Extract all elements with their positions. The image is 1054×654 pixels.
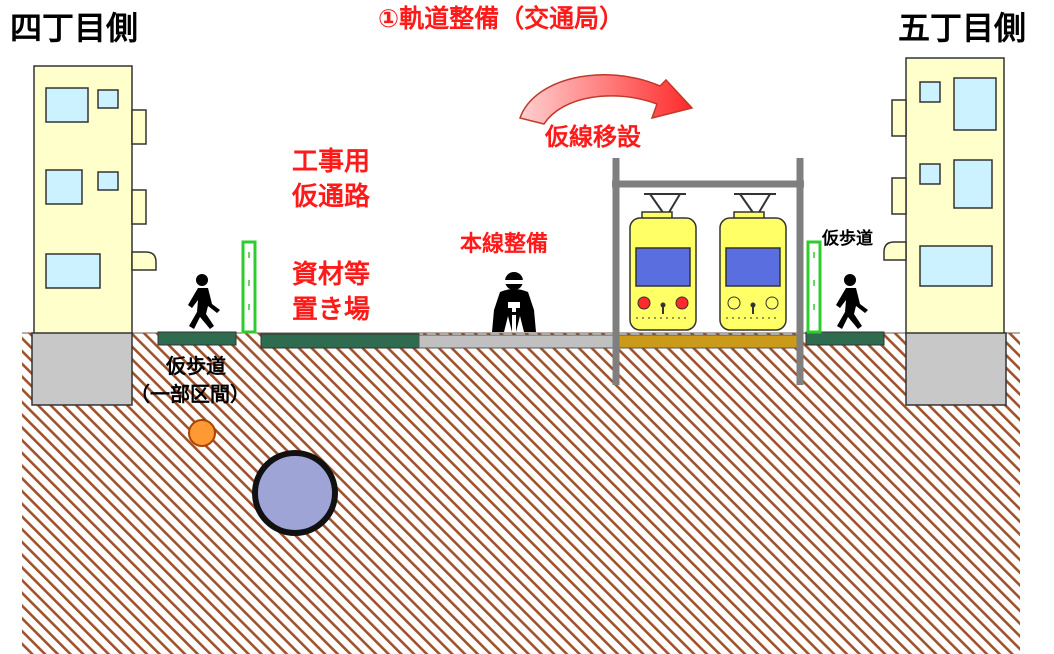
building-balcony [131, 109, 147, 145]
temp-walkway-left-sublabel: （一部区間） [130, 382, 250, 406]
building-window [953, 77, 997, 131]
building-balcony [891, 177, 907, 215]
relocation-label: 仮線移設 [545, 123, 641, 151]
safety-fence-left [241, 240, 257, 334]
building-window [919, 163, 941, 185]
large-pipe [252, 450, 338, 536]
building-window [97, 171, 119, 191]
building-window [45, 87, 89, 123]
mainline-road-surface [418, 334, 620, 349]
tram-yellow-lights [719, 211, 787, 331]
worker-jackhammer-icon [492, 272, 536, 332]
tram-red-lights [629, 211, 697, 331]
temp-walkway-left-label: 仮歩道 [166, 354, 226, 378]
diagram-title: ①軌道整備（交通局） [378, 4, 625, 33]
side-label-left: 四丁目側 [10, 9, 139, 47]
tram-gantry [612, 158, 804, 385]
pedestrian-icon [188, 274, 220, 329]
work-road-label-line2: 仮通路 [292, 182, 371, 213]
storage-label-line1: 資材等 [292, 260, 371, 290]
side-label-right: 五丁目側 [898, 9, 1027, 47]
building-window [953, 159, 993, 209]
storage-label-line2: 置き場 [292, 295, 371, 326]
building-window [919, 245, 993, 287]
building-window [97, 89, 119, 109]
mainline-label: 本線整備 [460, 232, 549, 257]
temp-walkway-right-label: 仮歩道 [822, 229, 873, 249]
relocation-arrow [519, 74, 694, 125]
work-road-label-line1: 工事用 [292, 147, 371, 177]
building-balcony [131, 189, 147, 225]
storage-label: 資材等 置き場 [292, 258, 370, 328]
work-road-label: 工事用 仮通路 [292, 145, 370, 215]
safety-fence-right [806, 240, 822, 334]
temp-walkway-left [157, 331, 237, 346]
building-awning [883, 241, 907, 261]
building-window [45, 253, 101, 289]
small-pipe [188, 419, 216, 447]
pedestrian-icon [836, 274, 868, 329]
ground-soil [22, 333, 1020, 654]
building-awning [131, 251, 157, 271]
track-bed [618, 334, 800, 349]
building-window [919, 81, 941, 103]
pantograph [644, 193, 776, 215]
temp-walkway-right [805, 331, 885, 346]
building-right [883, 57, 1007, 406]
building-balcony [891, 99, 907, 137]
building-window [45, 169, 83, 205]
work-road-surface [260, 333, 420, 349]
building-left [31, 65, 157, 406]
